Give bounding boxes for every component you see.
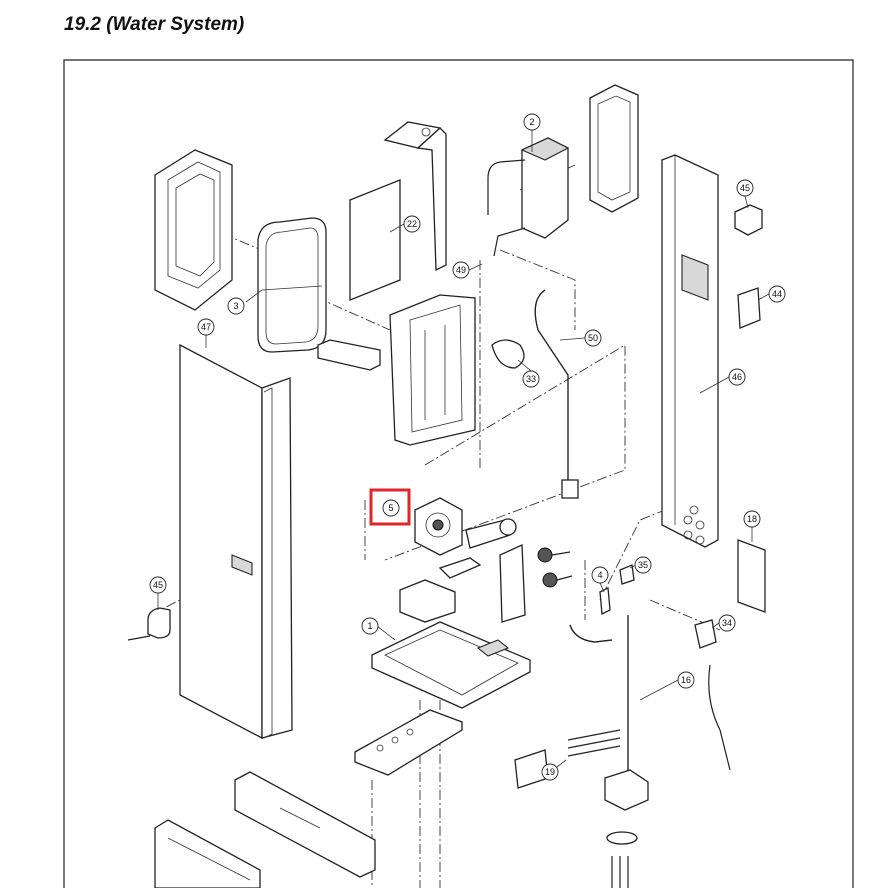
callout-34: 34 [718,614,736,632]
central-housing [389,294,476,446]
heat-exchanger [487,137,570,257]
svg-text:45: 45 [153,580,163,590]
callout-19: 19 [541,763,559,781]
insulation-panel [349,179,401,301]
svg-text:3: 3 [233,301,238,311]
side-panel [661,154,719,548]
expansion-vessel [257,217,327,353]
callouts: 2 3 22 45 49 44 50 33 47 46 5 18 45 35 4… [149,113,786,781]
svg-text:2: 2 [529,117,534,127]
callout-22: 22 [403,215,421,233]
top-right-frame [589,84,639,213]
svg-text:19: 19 [545,767,555,777]
svg-text:18: 18 [747,514,757,524]
front-panel [179,343,293,740]
svg-text:47: 47 [201,322,211,332]
callout-50: 50 [584,329,602,347]
callout-3: 3 [227,297,245,315]
side-bracket [147,607,171,639]
cover-plate [737,287,761,329]
diagram-frame [63,59,854,888]
rear-frame [154,149,233,311]
callout-45-bottom: 45 [149,576,167,594]
callout-leaders [157,130,770,772]
flow-pipe [491,289,579,499]
svg-text:44: 44 [772,289,782,299]
svg-text:49: 49 [456,265,466,275]
callout-44: 44 [768,285,786,303]
svg-text:35: 35 [638,560,648,570]
label-sticker [737,539,766,613]
highlight-box-part-5 [369,488,411,526]
callout-35: 35 [634,556,652,574]
bottom-rails [154,771,376,888]
callout-4: 4 [591,566,609,584]
section-title: 19.2 (Water System) [64,14,245,35]
svg-text:33: 33 [526,374,536,384]
callout-45-top: 45 [736,179,754,197]
vessel-bracket [317,339,381,371]
svg-text:1: 1 [367,621,372,631]
svg-text:50: 50 [588,333,598,343]
svg-text:46: 46 [732,372,742,382]
callout-49: 49 [452,261,470,279]
svg-text:5: 5 [388,503,393,513]
callout-47: 47 [197,318,215,336]
plug-cap [734,204,763,236]
lower-bracket [354,709,463,776]
callout-2: 2 [523,113,541,131]
base-tray [371,621,531,709]
callout-5: 5 [382,499,400,517]
callout-16: 16 [677,671,695,689]
clip [438,557,482,579]
callout-18: 18 [743,510,761,528]
svg-text:45: 45 [740,183,750,193]
circulation-pump [414,497,517,556]
callout-33: 33 [522,370,540,388]
svg-text:22: 22 [407,219,417,229]
valve-group [499,544,573,623]
top-bracket [383,121,447,272]
callout-46: 46 [728,368,746,386]
callout-1: 1 [361,617,379,635]
pump-bracket [399,579,456,623]
return-pipe-assembly [514,564,731,888]
svg-text:34: 34 [722,618,732,628]
screw [127,635,151,641]
svg-text:4: 4 [597,570,602,580]
svg-text:16: 16 [681,675,691,685]
